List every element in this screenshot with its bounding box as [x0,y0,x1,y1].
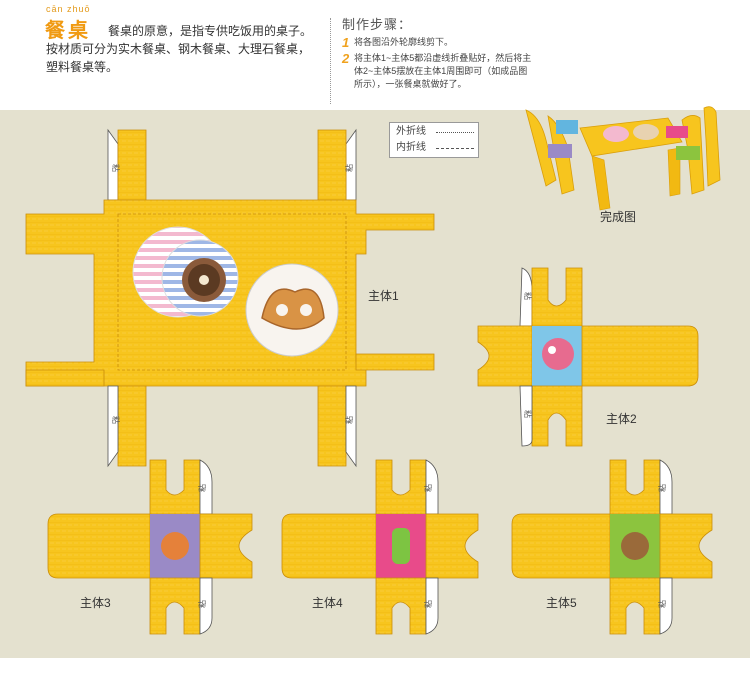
legend-outer-fold: 外折线 [396,126,426,137]
steps-title: 制作步骤： [342,17,413,32]
outer-fold-line-sample [436,132,474,133]
glue-tab-label: 粘 [111,164,121,172]
step-2: 2 将主体1~主体5都沿虚线折叠贴好，然后将主体2~主体5摆放在主体1周围即可（如… [342,52,536,91]
finished-model-illustration [525,106,721,211]
piece-5-label: 主体5 [546,596,577,610]
piece-3-chair [47,459,253,635]
step-text: 将各图沿外轮廓线剪下。 [354,37,454,47]
piece-4-chair [281,459,479,635]
piece-1-table [25,128,435,468]
glue-tab-label: 粘 [197,484,207,492]
step-number: 2 [342,51,350,66]
glue-tab-label: 粘 [423,600,433,608]
legend-inner-fold: 内折线 [396,142,426,153]
pretzel-plate [245,263,339,357]
striped-plate [132,226,239,318]
glue-tab-bottom-left [107,385,119,468]
piece-1-label: 主体1 [368,289,399,303]
glue-tab-label: 粘 [657,600,667,608]
header-divider [330,18,331,104]
glue-tab-label: 粘 [344,416,354,424]
header-panel [0,0,750,110]
finished-label: 完成图 [600,210,637,224]
piece-3-label: 主体3 [80,596,111,610]
glue-tab-label: 粘 [344,164,354,172]
glue-tab-label: 粘 [423,484,433,492]
piece-2-chair [477,267,699,447]
glue-tab-label: 粘 [657,484,667,492]
glue-tab-label: 粘 [523,410,533,418]
glue-tab-label: 粘 [523,292,533,300]
glue-tab-label: 粘 [111,416,121,424]
page-title: 餐桌 [45,20,91,42]
step-1: 1 将各图沿外轮廓线剪下。 [342,36,542,49]
step-number: 1 [342,35,350,50]
fold-line-legend: 外折线 内折线 [389,122,479,158]
glue-tab-label: 粘 [197,600,207,608]
piece-5-chair [511,459,713,635]
intro-text: 餐桌的原意，是指专供吃饭用的桌子。按材质可分为实木餐桌、钢木餐桌、大理石餐桌，塑… [46,24,313,74]
inner-fold-line-sample [436,148,474,149]
piece-2-label: 主体2 [606,412,637,426]
step-text: 将主体1~主体5都沿虚线折叠贴好，然后将主体2~主体5摆放在主体1周围即可（如成… [354,53,532,89]
piece-4-label: 主体4 [312,596,343,610]
title-pinyin: cān zhuō [46,4,91,14]
glue-tab-labels: 粘 粘 粘 粘 粘 粘 粘 粘 粘 粘 粘 粘 [111,164,667,608]
glue-tab-bottom-right [345,385,357,468]
